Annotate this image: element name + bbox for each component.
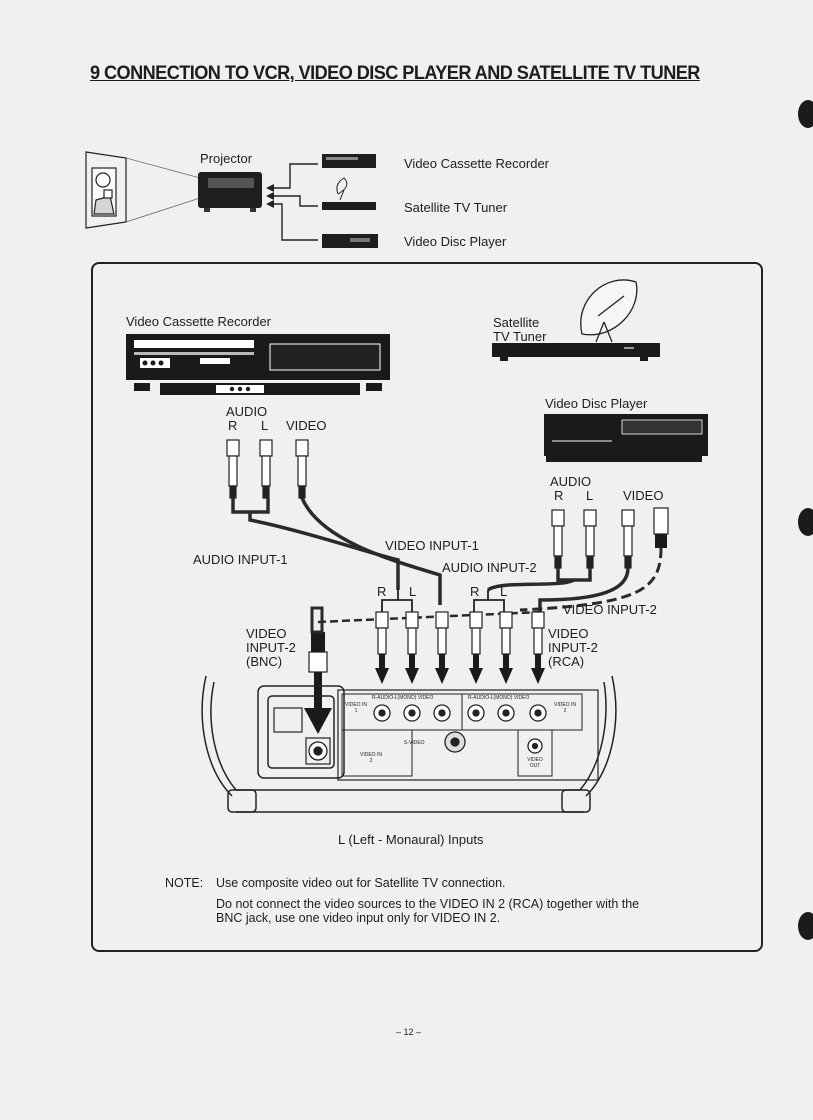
video-input-2-label: VIDEO INPUT-2 [563, 602, 657, 617]
bnc-label-line3: (BNC) [246, 654, 283, 669]
disc-player-small-icon [322, 234, 378, 248]
panel-rca-plugs [375, 611, 545, 655]
projector-icon [198, 172, 262, 212]
page-heading: 9 CONNECTION TO VCR, VIDEO DISC PLAYER A… [90, 62, 700, 84]
overview-vcr-label: Video Cassette Recorder [404, 156, 550, 171]
bracket2-r-label: R [470, 584, 480, 599]
satellite-dish-icon [580, 279, 638, 343]
connection-diagram-frame [91, 262, 763, 952]
vcr-audio-label: AUDIO [226, 404, 268, 419]
vdp-r-label: R [554, 488, 564, 503]
audio-input-2-label: AUDIO INPUT-2 [442, 560, 537, 575]
rca-label-line2: INPUT-2 [548, 640, 598, 655]
panel-group2-label: R-AUDIO-L(MONO) VIDEO [468, 695, 530, 701]
bracket2-l-label: L [500, 584, 508, 599]
page-number: – 12 – [396, 1027, 422, 1037]
vdp-audio-label: AUDIO [550, 474, 592, 489]
satellite-label-line1: Satellite [493, 315, 540, 330]
vdp-l-label: L [586, 488, 594, 503]
rca-label-line3: (RCA) [548, 654, 585, 669]
panel-video-in2-label: VIDEO IN 2 [554, 702, 576, 714]
vcr-rca-plugs [226, 439, 309, 499]
panel-video-in2-bnc-label: VIDEO IN 2 [360, 752, 382, 764]
bracket1-r-label: R [377, 584, 387, 599]
satellite-small-icon [322, 177, 376, 210]
panel-video-out-label: VIDEO OUT [527, 757, 543, 769]
panel-svideo-label: S-VIDEO [404, 740, 425, 746]
binder-hole-middle [798, 508, 813, 536]
panel-jacks [308, 704, 547, 761]
rca-label-line1: VIDEO [548, 626, 589, 641]
vdp-rca-plugs [551, 509, 635, 569]
inputs-caption: L (Left - Monaural) Inputs [338, 832, 484, 847]
vcr-label: Video Cassette Recorder [126, 314, 272, 329]
satellite-label-line2: TV Tuner [493, 329, 547, 344]
video-input-1-label: VIDEO INPUT-1 [385, 538, 479, 553]
bnc-label-line1: VIDEO [246, 626, 287, 641]
panel-group1-label: R-AUDIO-L(MONO) VIDEO [372, 695, 434, 701]
vdp-bnc-plug [653, 507, 669, 548]
input-arrows [375, 654, 545, 684]
vcr-small-icon [322, 154, 376, 168]
vcr-l-label: L [261, 418, 269, 433]
disc-player-label: Video Disc Player [545, 396, 648, 411]
binder-hole-bottom [798, 912, 813, 940]
note-label: NOTE: [165, 876, 204, 890]
bnc-label-line2: INPUT-2 [246, 640, 296, 655]
vcr-r-label: R [228, 418, 238, 433]
bracket1-l-label: L [409, 584, 417, 599]
satellite-tuner-icon [492, 343, 660, 361]
projector-label: Projector [200, 151, 253, 166]
overview-disc-label: Video Disc Player [404, 234, 507, 249]
bnc-plug-left [304, 606, 332, 734]
audio-input-1-label: AUDIO INPUT-1 [193, 552, 288, 567]
panel-video-in1-label: VIDEO IN 1 [345, 702, 367, 714]
note-line-2: Do not connect the video sources to the … [216, 897, 640, 911]
screen-icon [85, 151, 127, 229]
vcr-video-label: VIDEO [286, 418, 327, 433]
binder-hole-top [798, 100, 813, 128]
note-line-3: BNC jack, use one video input only for V… [216, 911, 501, 925]
vcr-large-icon [126, 334, 390, 395]
projector-rear-body [201, 675, 617, 813]
disc-player-large-icon [544, 414, 708, 462]
vdp-video-label: VIDEO [623, 488, 664, 503]
note-line-1: Use composite video out for Satellite TV… [216, 876, 506, 890]
overview-satellite-label: Satellite TV Tuner [404, 200, 508, 215]
